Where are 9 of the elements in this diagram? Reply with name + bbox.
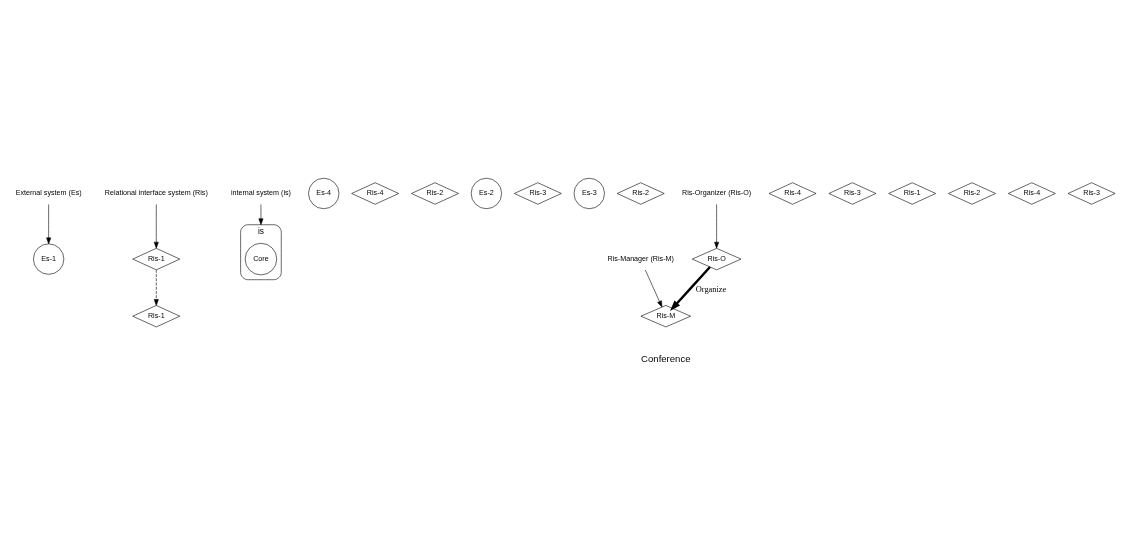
label: Conference <box>641 353 691 365</box>
arrow <box>153 204 159 249</box>
arrow <box>645 269 663 308</box>
arrow <box>670 266 711 311</box>
arrow <box>258 204 264 226</box>
arrow <box>153 269 159 306</box>
arrow <box>714 204 720 249</box>
arrow <box>46 204 52 245</box>
edge-label: Organize <box>695 285 727 295</box>
